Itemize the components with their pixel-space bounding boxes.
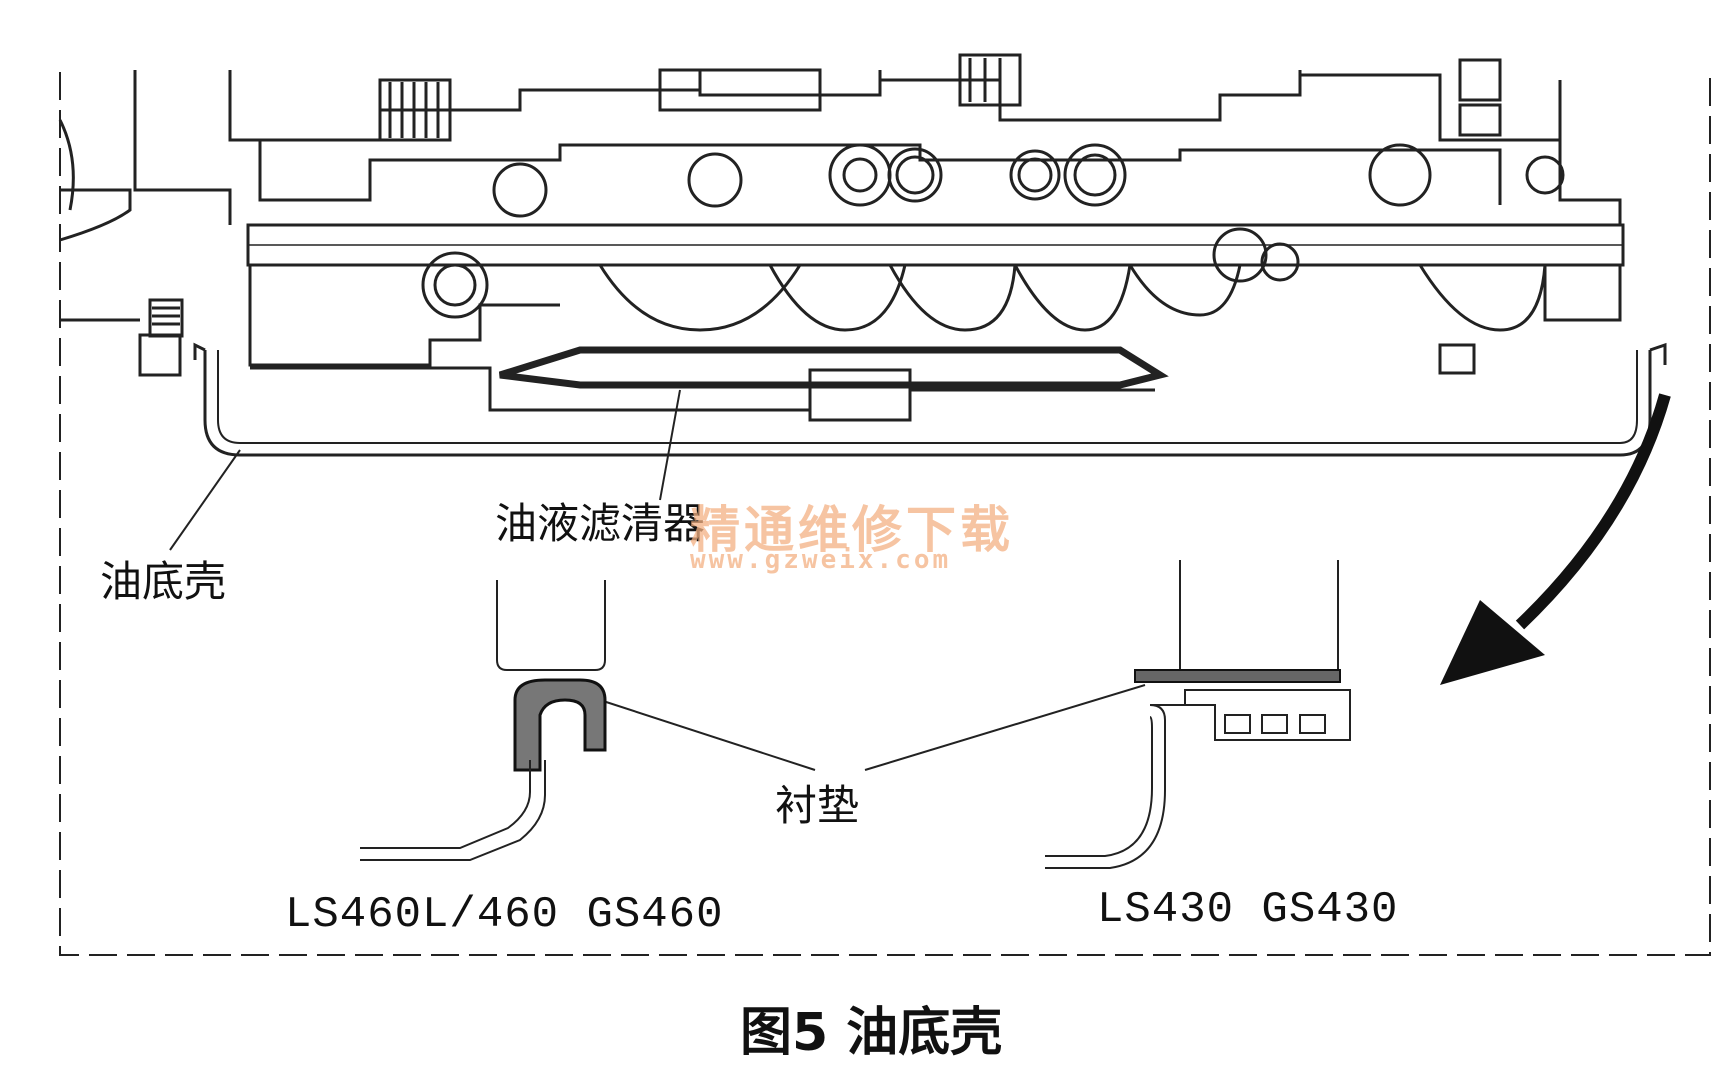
gasket-right-shape: [1134, 669, 1341, 683]
leader-oil-pan: [169, 449, 241, 551]
watermark-url: www.gzweix.com: [690, 545, 952, 575]
diagram-border: [59, 72, 1711, 956]
gasket-left-shape: [513, 678, 607, 772]
oil-filter-shape: [498, 346, 1169, 389]
curved-arrow: [1440, 393, 1671, 685]
leader-gasket-right: [864, 684, 1146, 771]
label-model-right: LS430 GS430: [1097, 885, 1399, 935]
label-gasket: 衬垫: [775, 781, 860, 830]
detail-left: [360, 580, 607, 861]
label-oil-filter: 油液滤清器: [495, 499, 706, 548]
valve-body-drawing: [58, 53, 1667, 457]
figure-caption: 图5 油底壳: [740, 1003, 1003, 1063]
leader-lines: [169, 389, 1146, 771]
label-oil-pan: 油底壳: [100, 557, 227, 606]
detail-right: [1045, 560, 1351, 869]
label-model-left: LS460L/460 GS460: [285, 890, 724, 940]
leader-oil-filter: [659, 389, 681, 501]
watermark-text: 精通维修下载: [690, 501, 1014, 559]
leader-gasket-left: [599, 699, 816, 771]
